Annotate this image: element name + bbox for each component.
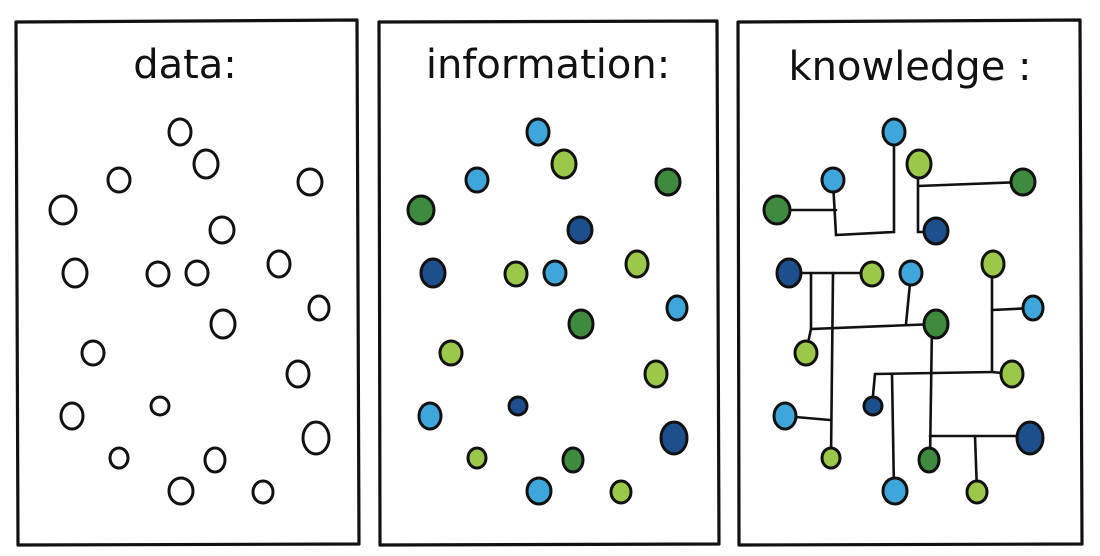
panel-knowledge-title: knowledge : [788,44,1031,90]
data-dot [307,294,331,322]
data-dot [145,260,171,288]
information-dot-lime [550,148,578,180]
information-dot-dark-green [561,446,585,474]
data-dot [209,308,237,340]
data-dot [301,420,331,456]
data-dot [167,476,195,506]
knowledge-dot-lime [965,479,989,505]
data-dot [251,479,275,505]
knowledge-dot-dark-green [922,308,950,340]
knowledge-dot-lime [999,359,1025,389]
knowledge-dot-light-blue [820,166,846,194]
data-dot [149,395,171,417]
knowledge-dot-light-blue [1021,294,1045,322]
panel-information-dots [406,117,689,506]
information-dot-light-blue [417,401,443,431]
data-dot [108,446,130,470]
panel-data-title: data: [133,42,237,88]
data-dot [296,167,324,197]
knowledge-dot-navy [1015,420,1045,456]
knowledge-dot-light-blue [881,117,907,147]
knowledge-dot-navy [862,395,884,417]
connection-line [916,180,1024,188]
information-dot-lime [643,359,669,389]
panel-data-frame [14,18,361,547]
panel-knowledge-dots [762,117,1045,506]
data-dot [192,148,220,180]
data-dot [48,194,78,226]
connection-line [829,271,835,460]
data-dot [203,446,227,474]
data-dot [106,166,132,194]
connection-line [831,130,896,237]
data-dot [208,215,236,245]
panel-data: data: [14,18,361,547]
information-dot-lime [466,446,488,470]
panel-knowledge: knowledge : [736,18,1084,547]
knowledge-dot-light-blue [898,259,924,287]
information-dot-lime [438,339,464,367]
information-dot-dark-green [567,308,595,340]
connection-line [890,372,896,493]
data-dot [59,401,85,431]
panel-information-title: information: [426,42,670,88]
knowledge-dot-navy [775,257,803,289]
information-dot-dark-green [406,194,436,226]
data-dot [61,257,89,289]
information-dot-light-blue [525,476,553,506]
knowledge-dot-lime [793,339,819,367]
information-dot-light-blue [665,294,689,322]
data-dot [184,259,210,287]
information-dot-navy [419,257,447,289]
information-dot-lime [624,249,650,279]
knowledge-dot-dark-green [762,194,792,226]
knowledge-dot-light-blue [881,476,909,506]
information-dot-dark-green [654,167,682,197]
data-dot [266,249,292,279]
information-dot-navy [507,395,529,417]
knowledge-dot-dark-green [1009,167,1037,197]
information-dot-lime [609,479,633,505]
data-dot [285,359,311,389]
knowledge-dot-lime [905,148,933,180]
knowledge-dot-navy [922,216,950,246]
knowledge-dot-lime [859,260,885,288]
information-dot-navy [566,215,594,245]
panel-data-dots [48,117,331,506]
information-dot-navy [659,420,689,456]
data-dot [80,339,106,367]
knowledge-dot-lime [980,249,1006,279]
knowledge-dot-dark-green [917,446,941,474]
information-dot-light-blue [542,259,568,287]
information-dot-lime [503,260,529,288]
information-dot-light-blue [525,117,551,147]
panel-information: information: [377,19,721,547]
connection-line [928,322,934,462]
data-dot [167,117,193,147]
knowledge-dot-light-blue [772,401,798,431]
information-dot-light-blue [464,166,490,194]
knowledge-dot-lime [820,446,842,470]
